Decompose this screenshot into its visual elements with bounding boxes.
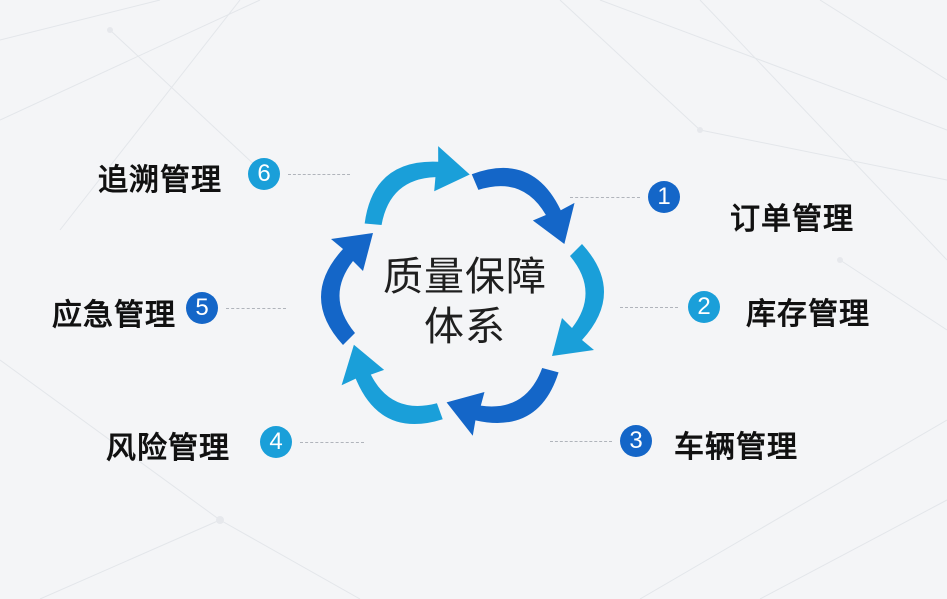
arrow-top-left bbox=[350, 134, 470, 247]
connector-line-5 bbox=[226, 307, 286, 309]
item-label-1: 订单管理 bbox=[730, 202, 854, 237]
item-2: 2 库存管理 bbox=[620, 281, 870, 333]
connector-line-4 bbox=[300, 441, 364, 443]
connector-line-2 bbox=[620, 306, 678, 308]
number-badge-2: 2 bbox=[688, 291, 720, 323]
item-label-2: 库存管理 bbox=[746, 297, 870, 332]
number-badge-4: 4 bbox=[260, 426, 292, 458]
connector-line-1 bbox=[570, 196, 640, 198]
center-title: 质量保障 体系 bbox=[360, 252, 570, 352]
number-badge-3: 3 bbox=[620, 425, 652, 457]
number-badge-6: 6 bbox=[248, 158, 280, 190]
item-4: 风险管理 4 bbox=[106, 417, 364, 467]
item-5: 应急管理 5 bbox=[52, 282, 286, 334]
item-3: 3 车辆管理 bbox=[550, 416, 798, 466]
number-badge-5: 5 bbox=[186, 292, 218, 324]
connector-line-3 bbox=[550, 440, 612, 442]
item-label-5: 应急管理 bbox=[52, 298, 176, 333]
item-label-3: 车辆管理 bbox=[674, 430, 798, 465]
center-title-line2: 体系 bbox=[424, 304, 506, 350]
item-1: 1 订单管理 bbox=[570, 156, 854, 238]
number-badge-1: 1 bbox=[648, 181, 680, 213]
arrow-top-right bbox=[460, 153, 584, 245]
item-6: 追溯管理 6 bbox=[98, 149, 350, 199]
item-label-6: 追溯管理 bbox=[98, 163, 222, 198]
center-title-line1: 质量保障 bbox=[383, 254, 547, 300]
item-label-4: 风险管理 bbox=[106, 431, 230, 466]
connector-line-6 bbox=[288, 173, 350, 175]
